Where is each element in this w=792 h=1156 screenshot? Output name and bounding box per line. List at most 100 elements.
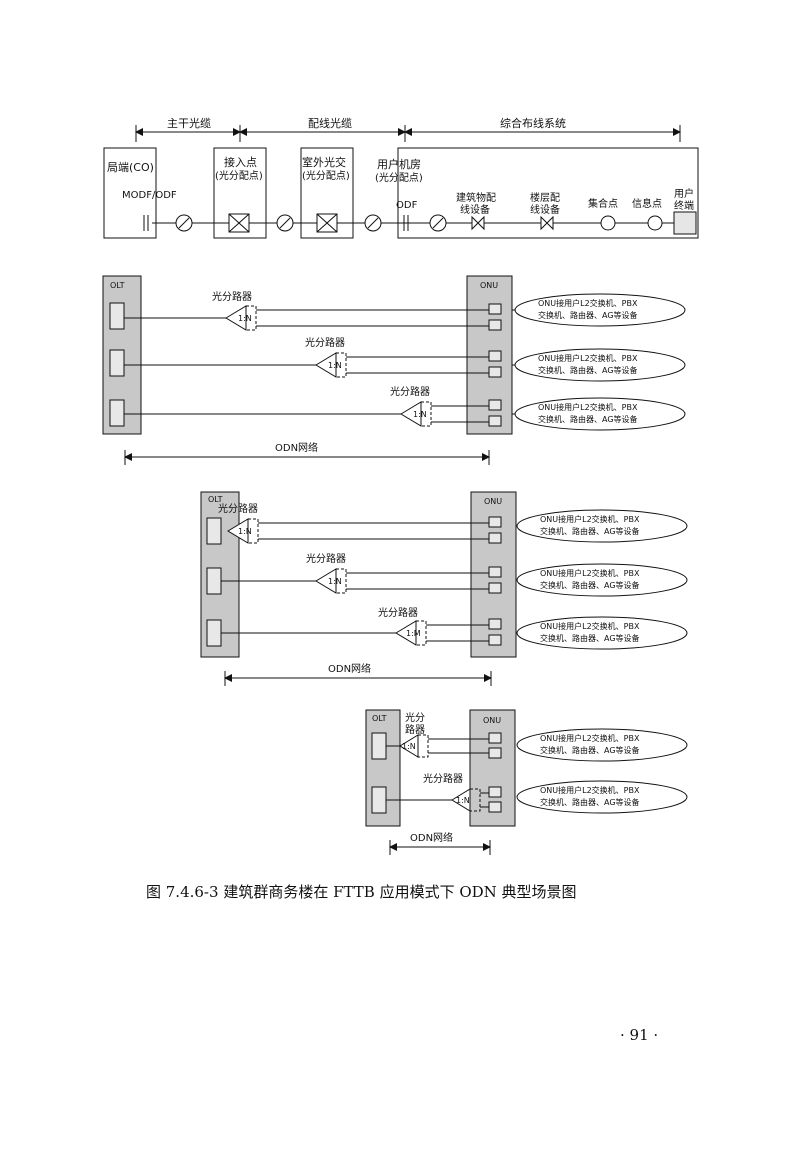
- splitter-ratio: 1:N: [456, 796, 470, 805]
- splitter-ratio: 1:M: [406, 629, 421, 638]
- olt-port: [371, 732, 387, 760]
- user-equipment-ellipse: [516, 616, 688, 650]
- user-equipment-ellipse: [516, 780, 688, 814]
- info-point-symbol: [647, 215, 663, 231]
- ellipse-text: ONU接用户L2交换机、PBX: [540, 568, 640, 578]
- ellipse-text: ONU接用户L2交换机、PBX: [538, 402, 638, 412]
- splitter-ratio: 1:N: [238, 314, 252, 323]
- info-point-label: 信息点: [632, 197, 662, 210]
- ellipse-text: ONU接用户L2交换机、PBX: [540, 621, 640, 631]
- outdoor-cross-label: 室外光交: [302, 155, 346, 169]
- access-point-box: [213, 147, 267, 239]
- user-room-label: 用户机房: [377, 157, 421, 171]
- cabling-label: 综合布线系统: [500, 116, 566, 130]
- co-box: [103, 147, 157, 239]
- olt-label: OLT: [110, 281, 125, 290]
- access-point-sublabel: (光分配点): [215, 169, 263, 182]
- onu-port: [488, 319, 502, 331]
- olt-port: [206, 619, 222, 647]
- splitter-dashed: [420, 401, 432, 427]
- splitter-dashed: [335, 352, 347, 378]
- user-equipment-ellipse: [516, 728, 688, 762]
- ellipse-text: ONU接用户L2交换机、PBX: [538, 353, 638, 363]
- splitter-dashed: [469, 788, 481, 812]
- splitter-label: 光分路器: [218, 502, 258, 515]
- ellipse-text: 交换机、路由器、AG等设备: [540, 526, 640, 536]
- splitter-ratio: 1:N: [238, 527, 252, 536]
- outdoor-cross-box: [300, 147, 354, 239]
- trunk-label: 主干光缆: [167, 116, 211, 130]
- distribution-label: 配线光缆: [308, 116, 352, 130]
- onu-port: [488, 366, 502, 378]
- onu-port: [488, 801, 502, 813]
- ellipse-text: 交换机、路由器、AG等设备: [538, 310, 638, 320]
- ellipse-text: 交换机、路由器、AG等设备: [538, 365, 638, 375]
- cp-label: 集合点: [588, 197, 618, 210]
- ellipse-text: ONU接用户L2交换机、PBX: [538, 298, 638, 308]
- terminal-label: 用户: [674, 187, 694, 200]
- olt-port: [109, 399, 125, 427]
- co-label: 局端(CO): [107, 161, 154, 174]
- user-equipment-ellipse: [516, 563, 688, 597]
- splitter-label: 光分路器: [305, 336, 345, 349]
- onu-port: [488, 303, 502, 315]
- figure-caption: 图 7.4.6-3 建筑群商务楼在 FTTB 应用模式下 ODN 典型场景图: [146, 883, 577, 901]
- onu-port: [488, 634, 502, 646]
- splitter-label-line2: 路器: [405, 723, 425, 736]
- splitter-dashed: [247, 518, 259, 544]
- user-room-sublabel: (光分配点): [375, 171, 423, 184]
- ellipse-text: 交换机、路由器、AG等设备: [540, 633, 640, 643]
- ellipse-text: 交换机、路由器、AG等设备: [540, 580, 640, 590]
- cabling-topology-diagram: [103, 125, 699, 239]
- olt-label: OLT: [372, 714, 387, 723]
- odn-label: ODN网络: [275, 441, 318, 454]
- onu-label: ONU: [484, 497, 502, 506]
- access-point-label: 接入点: [224, 156, 257, 169]
- splitter-ratio: 1:N: [328, 361, 342, 370]
- splitter-ratio: 1:N: [413, 410, 427, 419]
- splitter-ratio: 1:N: [328, 577, 342, 586]
- bldg-dist-sublabel: 线设备: [460, 203, 490, 216]
- odn-label: ODN网络: [410, 831, 453, 844]
- onu-port: [488, 350, 502, 362]
- modf-label: MODF/ODF: [122, 190, 177, 201]
- user-equipment-ellipse: [514, 293, 686, 327]
- splitter-label: 光分路器: [423, 772, 463, 785]
- onu-port: [488, 618, 502, 630]
- splitter-label: 光分路器: [378, 606, 418, 619]
- cable-symbol: [429, 214, 447, 232]
- ellipse-text: ONU接用户L2交换机、PBX: [540, 785, 640, 795]
- scenario-3: OLT ONU 光分: [365, 709, 688, 855]
- floor-distributor-symbol: [540, 215, 554, 231]
- onu-port: [488, 566, 502, 578]
- building-distributor-symbol: [471, 215, 485, 231]
- page-number: · 91 ·: [620, 1026, 658, 1044]
- onu-port: [488, 532, 502, 544]
- cable-symbol: [364, 214, 382, 232]
- onu-port: [488, 786, 502, 798]
- onu-port: [488, 732, 502, 744]
- user-equipment-ellipse: [514, 348, 686, 382]
- cable-symbol: [276, 214, 294, 232]
- user-terminal-box: [673, 211, 697, 235]
- ellipse-text: 交换机、路由器、AG等设备: [540, 797, 640, 807]
- splitter-label: 光分路器: [212, 290, 252, 303]
- splitter-label: 光分路器: [390, 385, 430, 398]
- terminal-sublabel: 终端: [674, 199, 694, 212]
- splitter-dashed: [245, 305, 257, 331]
- onu-port: [488, 582, 502, 594]
- olt-port: [109, 349, 125, 377]
- splitter-dashed: [417, 734, 429, 758]
- splitter-symbol: [228, 213, 250, 233]
- odn-label: ODN网络: [328, 662, 371, 675]
- ellipse-text: 交换机、路由器、AG等设备: [540, 745, 640, 755]
- onu-port: [488, 399, 502, 411]
- splitter-symbol: [316, 213, 338, 233]
- ellipse-text: ONU接用户L2交换机、PBX: [540, 733, 640, 743]
- ellipse-text: ONU接用户L2交换机、PBX: [540, 514, 640, 524]
- splitter-ratio: 1:N: [402, 742, 416, 751]
- floor-dist-sublabel: 线设备: [530, 203, 560, 216]
- olt-port: [109, 302, 125, 330]
- onu-label: ONU: [483, 716, 501, 725]
